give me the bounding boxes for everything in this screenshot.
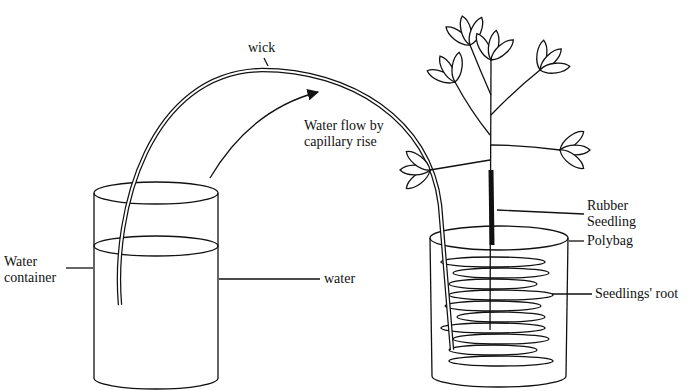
rubber-seedling [400,15,590,330]
leaf [557,146,587,172]
root-coil [453,334,549,344]
root-coil [445,301,541,311]
seedling-roots [441,257,553,366]
root-coil [449,279,537,289]
part-label: Rubber Seedling [587,198,651,230]
root-coil [449,290,553,300]
water-surface [94,236,218,256]
flow-label: Water flow by capillary rise [304,118,396,150]
part-label: Seedlings' root [595,286,685,302]
root-coil [449,345,537,355]
root-coil [453,268,549,278]
polybag-pot [430,226,568,387]
part-label: Polybag [587,233,647,249]
part-label: wick [248,40,288,56]
wick-cord [119,70,452,350]
leaf [488,36,517,63]
part-label: Water container [4,254,66,286]
root-coil [457,312,545,322]
leaf [403,148,433,174]
water-container [94,182,218,389]
leaf [539,61,570,74]
root-coil [449,356,553,366]
root-coil [441,323,545,333]
leaf [450,52,464,83]
root-coil [441,257,545,267]
part-label: water [324,271,374,287]
leader-lines [66,58,592,294]
flow-arrow [210,92,318,178]
